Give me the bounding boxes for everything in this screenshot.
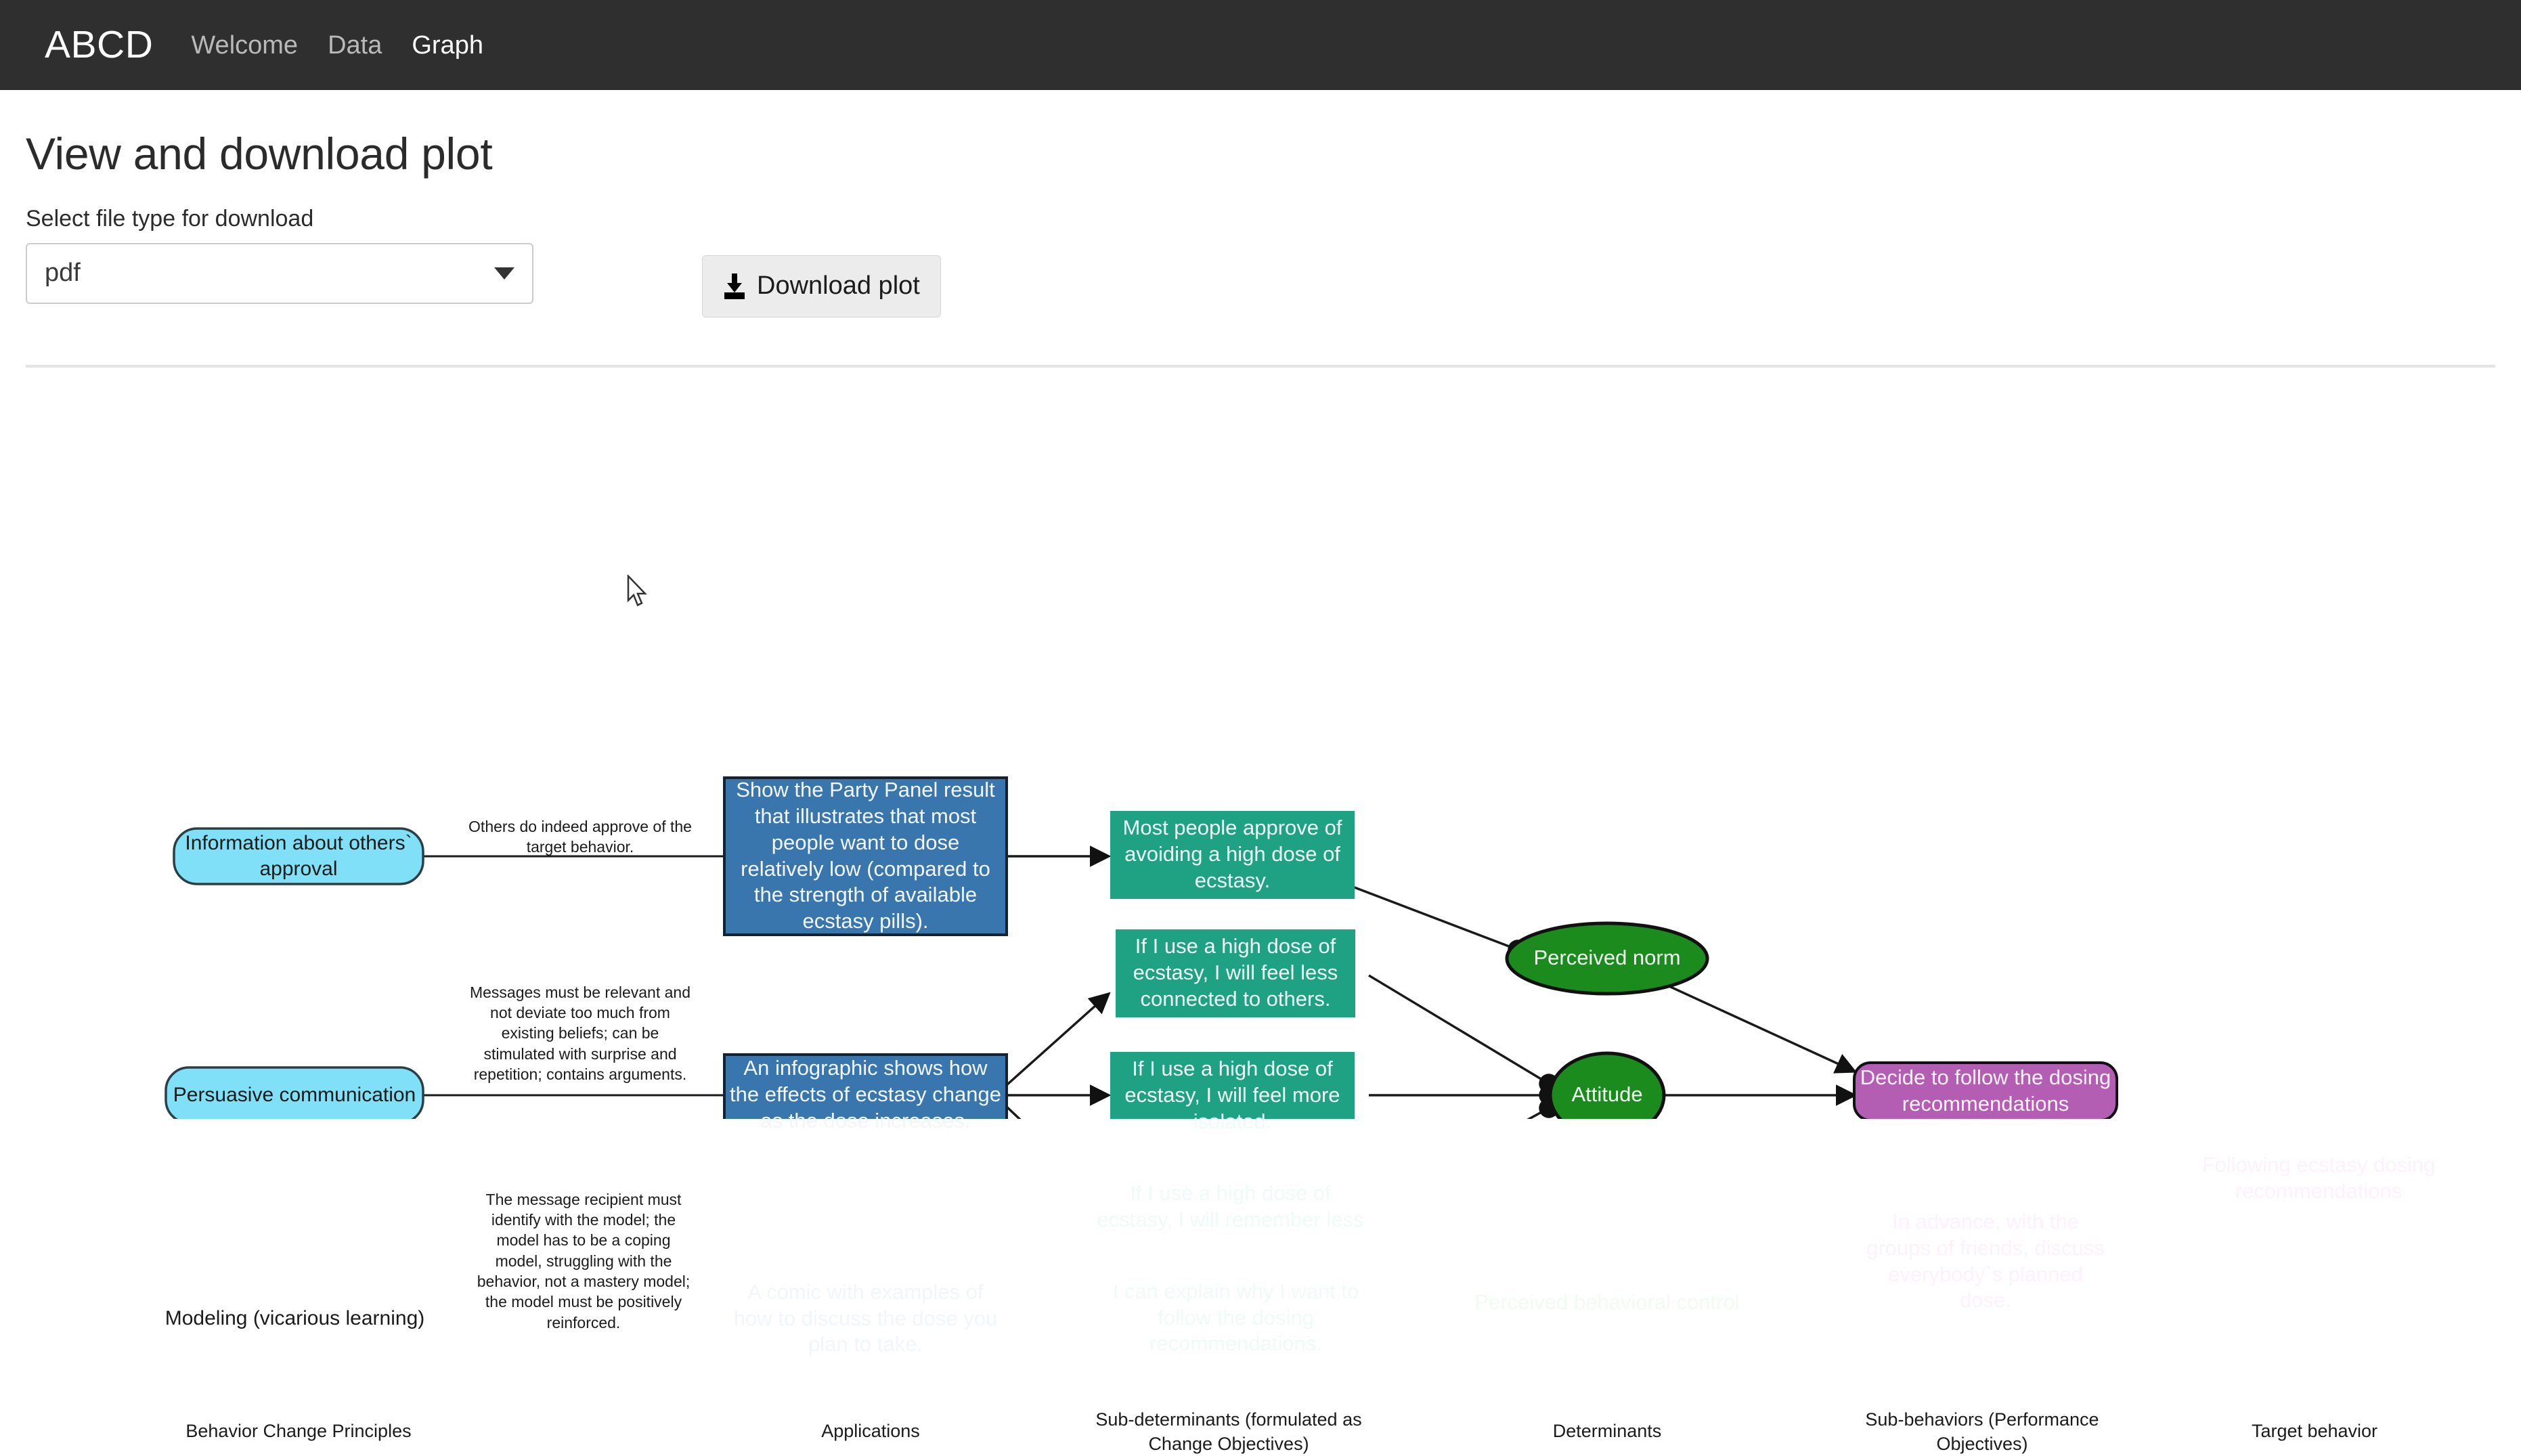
top-navbar: ABCD Welcome Data Graph — [0, 0, 2521, 90]
node-app2[interactable] — [723, 1053, 1008, 1119]
node-app3-label: A comic with examples of how to discuss … — [733, 1279, 998, 1356]
column-label-behavior-change-principles: Behavior Change Principles — [185, 1420, 412, 1441]
node-group-determinants — [1505, 921, 1709, 1119]
brand-logo[interactable]: ABCD — [45, 23, 154, 66]
file-type-selected-value: pdf — [45, 259, 81, 288]
edge-group-subdeterminant-to-determinant — [1343, 881, 1559, 1119]
diagram-canvas — [165, 776, 2118, 1119]
column-label-sub-determinants: Sub-determinants (formulated as Change O… — [1095, 1409, 1362, 1455]
page-title: View and download plot — [26, 129, 493, 179]
file-type-label: Select file type for download — [26, 205, 314, 231]
column-label-target-behavior: Target behavior — [2251, 1420, 2378, 1441]
node-group-behavior-change-principles — [165, 826, 424, 1119]
edge-sd1-det1 — [1343, 881, 1528, 960]
column-label-determinants: Determinants — [1552, 1420, 1662, 1441]
file-type-select[interactable]: pdf — [26, 242, 533, 304]
node-group-sub-determinants — [1110, 810, 1355, 1119]
edge-det1-sb1 — [1655, 979, 1858, 1074]
node-bcp2[interactable] — [165, 1065, 424, 1119]
node-group-sub-behaviors — [1853, 1061, 2118, 1119]
column-label-applications: Applications — [821, 1420, 920, 1441]
node-sd1[interactable] — [1110, 810, 1355, 899]
node-sd4-label: If I use a high dose of ecstasy, I will … — [1097, 1181, 1364, 1231]
node-det1[interactable] — [1505, 921, 1709, 996]
download-plot-button-label: Download plot — [757, 271, 920, 301]
nav-item-graph[interactable]: Graph — [412, 30, 483, 60]
edge-app2-sd4 — [1005, 1105, 1022, 1119]
edge-sd4-det2 — [1527, 1097, 1559, 1119]
node-det2[interactable] — [1548, 1051, 1666, 1119]
column-label-sub-behaviors: Sub-behaviors (Performance Objectives) — [1865, 1409, 2099, 1455]
controls-row: pdf Download plot — [26, 242, 2495, 606]
node-sd3[interactable] — [1110, 1051, 1355, 1119]
node-group-applications — [723, 776, 1008, 1119]
edge-label-3: The message recipient must identify with… — [477, 1190, 690, 1331]
node-sd2[interactable] — [1116, 929, 1355, 1017]
edge-app2-sd2 — [1005, 992, 1111, 1086]
node-app1[interactable] — [723, 776, 1008, 936]
download-icon — [723, 273, 746, 299]
node-bcp3-label: Modeling (vicarious learning) — [165, 1306, 425, 1329]
abcd-diagram: Information about others` approval Persu… — [0, 368, 2521, 1454]
section-divider — [26, 364, 2495, 368]
node-sb1[interactable] — [1853, 1061, 2118, 1119]
nav-item-data[interactable]: Data — [328, 30, 382, 60]
node-det3-label: Perceived behavioral control — [1474, 1290, 1740, 1315]
node-sd5-label: I can explain why I want to follow the d… — [1112, 1279, 1359, 1356]
download-plot-button[interactable]: Download plot — [702, 255, 941, 317]
node-tb1-label: Following ecstasy dosing recommendations — [2201, 1153, 2436, 1204]
edge-group-principle-to-application — [423, 856, 723, 1119]
edge-sd2-det2 — [1368, 974, 1559, 1094]
node-sb2-label: In advance, with the groups of friends, … — [1866, 1210, 2105, 1312]
nav-item-welcome[interactable]: Welcome — [191, 30, 299, 60]
edge-group-determinant-to-subbehavior — [1655, 979, 1858, 1106]
chevron-down-icon — [494, 267, 514, 280]
node-bcp1[interactable] — [173, 826, 424, 885]
edge-group-application-to-subdeterminant — [1005, 845, 1112, 1119]
